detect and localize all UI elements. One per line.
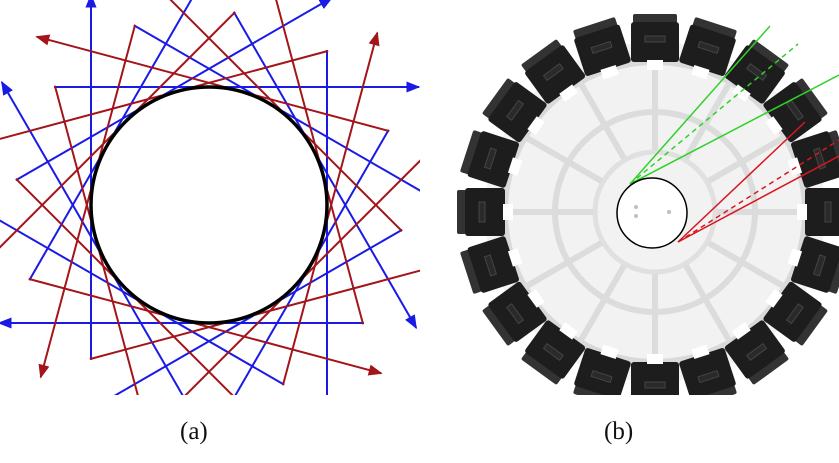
tangent-arrow <box>53 85 139 395</box>
tangent-arrow <box>28 277 383 376</box>
disc-spoke <box>683 80 733 160</box>
sensor-module <box>631 354 679 395</box>
sensor-module <box>763 78 828 143</box>
sensor-module <box>797 188 839 236</box>
disc-spoke <box>707 134 787 184</box>
tangent-arrow <box>15 0 334 182</box>
tangent-arrow <box>113 228 403 395</box>
tangent-arrow <box>232 11 418 330</box>
sensor-module <box>521 39 586 104</box>
tangent-arrow <box>275 0 365 325</box>
sensor-rays <box>629 25 839 243</box>
blue-tangent-arrows <box>0 0 420 395</box>
red-tangent-arrows <box>0 0 420 395</box>
disc-spoke <box>523 134 603 184</box>
sensor-module <box>457 188 513 236</box>
sensor-module <box>460 130 523 188</box>
tangent-arrow <box>0 49 329 140</box>
tangent-arrow <box>28 0 193 281</box>
disc-spoke <box>577 80 627 160</box>
sensor-module <box>482 281 547 346</box>
tangent-arrow <box>0 219 285 386</box>
tangent-arrow <box>38 24 137 379</box>
tangent-arrow <box>35 34 390 133</box>
sensor-module <box>679 17 737 80</box>
sensor-module <box>724 320 789 385</box>
tangent-arrow <box>89 269 420 361</box>
sensor-module <box>763 281 828 346</box>
sensor-module <box>460 236 523 294</box>
disc-spoke <box>707 240 787 290</box>
sensor-module <box>521 320 586 385</box>
caption-panel-b: (b) <box>604 418 634 445</box>
tangent-arrow <box>0 80 184 395</box>
disc-spoke <box>577 264 627 344</box>
sensor-module <box>573 344 631 395</box>
tangent-arrow <box>281 31 380 386</box>
disc-spoke <box>683 264 733 344</box>
sensor-module <box>679 344 737 395</box>
tangent-arrow <box>0 11 236 249</box>
sensor-module <box>787 236 839 294</box>
tangent-arrow <box>15 178 234 395</box>
sensor-module <box>631 14 679 70</box>
sensor-ring <box>457 14 839 395</box>
sensor-module <box>573 17 631 80</box>
panel-b-photo <box>457 14 839 395</box>
center-hub <box>616 177 688 249</box>
disc-spoke <box>523 240 603 290</box>
central-circle <box>89 85 329 325</box>
tangent-arrow <box>133 24 420 192</box>
caption-panel-a: (a) <box>180 418 208 445</box>
sensor-module <box>482 78 547 143</box>
panel-a-diagram <box>0 0 420 395</box>
tangent-arrow <box>234 129 390 395</box>
tangent-arrow <box>169 0 403 232</box>
tangent-arrow <box>184 159 420 395</box>
